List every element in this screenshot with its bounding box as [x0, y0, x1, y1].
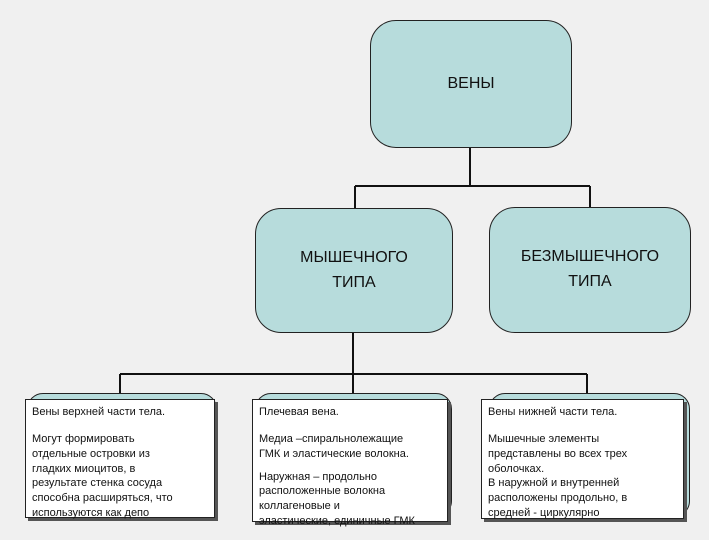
- node-veins-label: ВЕНЫ: [447, 74, 495, 92]
- card-3-heading: Вены нижней части тела.: [488, 406, 618, 418]
- node-veins: ВЕНЫ: [370, 20, 572, 148]
- node-muscular-type-label: МЫШЕЧНОГО ТИПА: [300, 248, 408, 291]
- node-nonmuscular-type: БЕЗМЫШЕЧНОГО ТИПА: [489, 207, 691, 333]
- card-2-text-media: Медиа –спиральнолежащие ГМК и эластическ…: [259, 432, 409, 460]
- card-2-text-externa: Наружная – продольно расположенные волок…: [259, 470, 415, 528]
- card-2-heading: Плечевая вена.: [259, 406, 339, 418]
- card-lower-body-veins: Вены нижней части тела. Мышечные элемент…: [481, 399, 684, 519]
- node-muscular-type: МЫШЕЧНОГО ТИПА: [255, 208, 453, 333]
- card-upper-body-veins: Вены верхней части тела. Могут формирова…: [25, 399, 215, 520]
- card-brachial-vein: Плечевая вена. Медиа –спиральнолежащие Г…: [252, 399, 448, 527]
- node-nonmuscular-type-label: БЕЗМЫШЕЧНОГО ТИПА: [520, 248, 660, 290]
- card-1-heading: Вены верхней части тела.: [32, 406, 166, 418]
- card-1-text: Могут формировать отдельные островки из …: [32, 432, 173, 520]
- card-3-text: Мышечные элементы представлены во всех т…: [488, 432, 628, 520]
